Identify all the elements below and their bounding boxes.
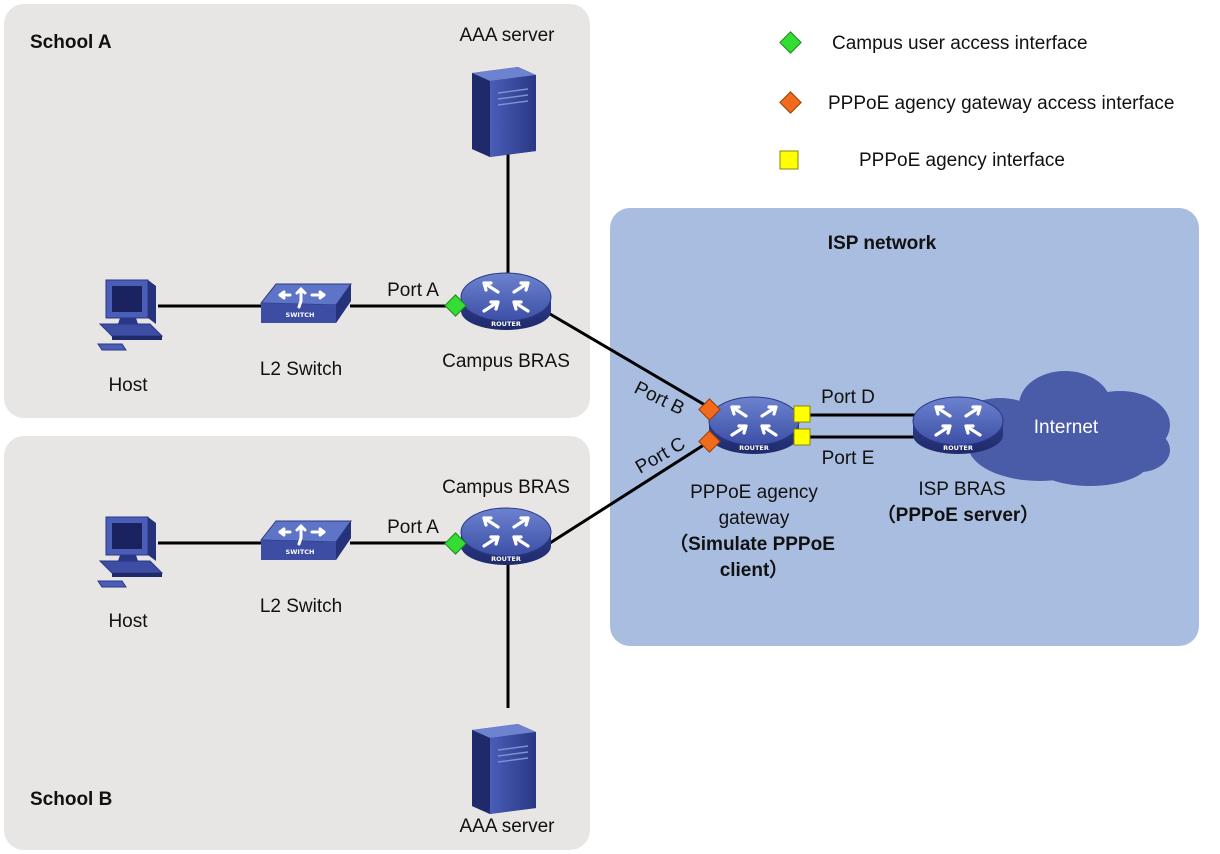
isp-network-title: ISP network	[828, 233, 937, 254]
legend-text-campus-access: Campus user access interface	[832, 33, 1088, 54]
gateway-label-line-3: （Simulate PPPoE	[669, 532, 835, 555]
agency-interface-marker-e	[793, 428, 811, 446]
aaa-server-a	[471, 66, 537, 158]
gateway-label-line-4: client）	[720, 558, 789, 581]
aaa-server-b	[471, 723, 537, 815]
isp-region	[610, 208, 1199, 646]
router-icon	[459, 506, 553, 567]
legend-marker-gateway-access	[779, 91, 802, 114]
gateway-access-marker-b	[698, 398, 721, 421]
switch-icon	[259, 282, 353, 325]
campus-bras-a	[459, 271, 553, 332]
school-b-title: School B	[30, 789, 112, 810]
router-icon	[459, 271, 553, 332]
port-e-label: Port E	[822, 448, 875, 469]
port-d-label: Port D	[821, 387, 875, 408]
link-bras-a-gateway	[549, 312, 711, 410]
legend-text-agency-interface: PPPoE agency interface	[859, 150, 1065, 171]
host-a-label: Host	[108, 375, 148, 396]
agency-interface-marker-d	[793, 405, 811, 423]
campus-bras-b	[459, 506, 553, 567]
l2-switch-a	[259, 282, 353, 325]
legend-marker-campus-access	[779, 31, 802, 54]
campus-access-marker-b	[444, 532, 467, 555]
pppoe-agency-gateway	[707, 395, 801, 456]
l2-switch-b-label: L2 Switch	[260, 596, 342, 617]
internet-label: Internet	[1034, 417, 1099, 438]
legend-text-gateway-access: PPPoE agency gateway access interface	[828, 93, 1174, 114]
aaa-server-b-label: AAA server	[459, 816, 555, 837]
switch-icon	[259, 519, 353, 562]
l2-switch-a-label: L2 Switch	[260, 359, 342, 380]
gateway-label-line-1: PPPoE agency	[690, 482, 818, 503]
host-b-label: Host	[108, 611, 148, 632]
isp-bras	[911, 395, 1005, 456]
isp-bras-label-line-1: ISP BRAS	[918, 479, 1005, 500]
router-icon	[707, 395, 801, 456]
l2-switch-b	[259, 519, 353, 562]
server-icon	[471, 723, 537, 815]
campus-access-marker-a	[444, 294, 467, 317]
aaa-server-a-label: AAA server	[459, 25, 555, 46]
isp-bras-label-line-2: （PPPoE server）	[877, 503, 1040, 526]
port-a-label-school-b: Port A	[387, 517, 439, 538]
router-icon	[911, 395, 1005, 456]
legend-marker-agency-interface	[779, 150, 799, 170]
campus-bras-a-label: Campus BRAS	[442, 351, 570, 372]
link-bras-b-gateway	[549, 439, 711, 545]
server-icon	[471, 66, 537, 158]
school-a-title: School A	[30, 32, 112, 53]
campus-bras-b-label: Campus BRAS	[442, 477, 570, 498]
gateway-access-marker-c	[698, 430, 721, 453]
gateway-label-line-2: gateway	[719, 508, 790, 529]
port-a-label-school-a: Port A	[387, 280, 439, 301]
